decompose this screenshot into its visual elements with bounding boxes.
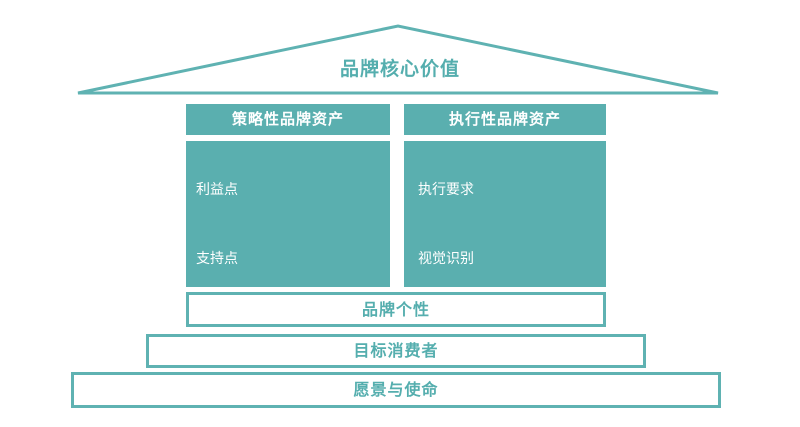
pillar-header-executional: 执行性品牌资产 — [404, 104, 606, 135]
brand-core-value-title: 品牌核心价值 — [339, 58, 460, 80]
pillar-body-strategic: 利益点 支持点 — [186, 141, 390, 287]
pillar-header-strategic: 策略性品牌资产 — [186, 104, 390, 135]
tier-vision-mission: 愿景与使命 — [71, 372, 721, 408]
pillar-item-visual-identity: 视觉识别 — [418, 251, 474, 267]
roof-triangle — [77, 24, 719, 95]
tier-target-consumer: 目标消费者 — [146, 334, 646, 368]
pillar-item-execution-requirement: 执行要求 — [418, 182, 474, 198]
pillar-item-support: 支持点 — [196, 251, 238, 267]
tier-brand-personality: 品牌个性 — [186, 292, 606, 327]
pillar-body-executional: 执行要求 视觉识别 — [404, 141, 606, 287]
pillar-item-benefit: 利益点 — [196, 182, 238, 198]
